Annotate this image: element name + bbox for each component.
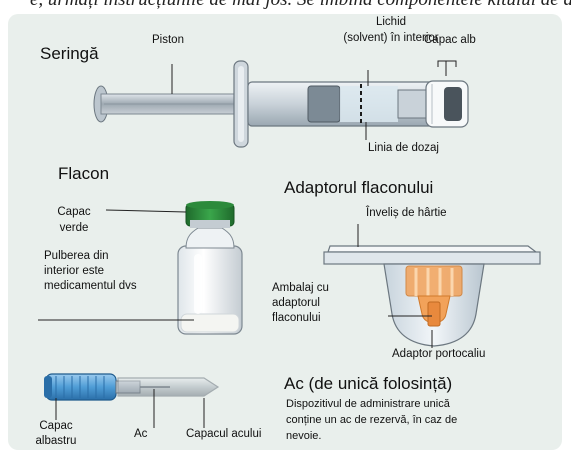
top-caption: e, urmați instrucțiunile de mai jos. Se … [30,0,571,11]
syringe-liquid [340,86,398,122]
package-label-line3: flaconului [272,312,321,326]
plunger-stopper [308,86,340,122]
piston-label: Piston [152,34,184,48]
needle-desc-line1: Dispozitivul de administrare unică [286,398,450,411]
green-cap-label-line1: Capac [44,206,104,220]
paper-label: Înveliș de hârtie [366,207,447,221]
white-cap-label: Capac alb [424,34,476,48]
adapter-title: Adaptorul flaconului [284,178,433,198]
orange-adapter-label: Adaptor portocaliu [392,348,485,362]
paper-lid [328,246,536,252]
blue-cap-label-line1: Capac [26,420,86,434]
needle-cap-label: Capacul acului [186,428,261,442]
vial-powder [181,314,239,332]
green-cap-label-line2: verde [44,222,104,236]
needle-label: Ac [134,428,147,442]
vial-illustration [178,201,242,334]
powder-label-line2: interior este [44,265,104,279]
needle-illustration [44,374,218,400]
dose-line-label: Linia de dozaj [368,142,439,156]
needle-desc-line3: nevoie. [286,430,321,443]
vial-title: Flacon [58,164,109,184]
syringe-illustration [94,61,468,147]
kit-components-panel: Seringă Piston Lichid (solvent) în inter… [8,14,562,450]
syringe-title: Seringă [40,44,99,64]
blue-cap-label-line2: albastru [26,435,86,449]
needle-cap [118,378,218,396]
needle-title: Ac (de unică folosință) [284,374,452,394]
needle-desc-line2: conține un ac de rezervă, în caz de [286,414,457,427]
package-label-line2: adaptorul [272,297,320,311]
powder-label-line1: Pulberea din [44,250,109,264]
package-flange [324,252,540,264]
package-label-line1: Ambalaj cu [272,282,329,296]
powder-label-line3: medicamentul dvs [44,280,137,294]
liquid-label-line1: Lichid [332,16,450,30]
